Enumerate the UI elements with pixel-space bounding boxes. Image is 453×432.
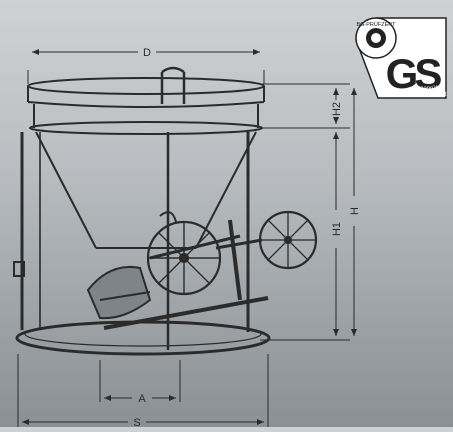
bucket-body [13,66,271,356]
dim-label-h1: H1 [331,222,343,236]
badge-ring-text: BG-PRÜFZERT [356,21,396,28]
gs-certification-badge: BG-PRÜFZERT GS geprüfte Sicherheit [355,17,447,99]
bottom-ring [15,320,271,356]
lifting-bail [160,66,186,104]
discharge-mechanism [86,211,269,330]
dim-label-h2: H2 [331,102,343,116]
handwheel-front [146,220,222,296]
rim-lower [27,101,265,108]
side-bracket [13,261,25,277]
gate-body [86,266,152,320]
top-rim [27,77,265,95]
hopper-cone [35,131,257,249]
badge-line-2: Sicherheit [420,92,447,98]
badge-line-1: geprüfte [420,86,443,92]
dim-label-s: S [133,417,140,427]
dimension-lines [18,52,354,427]
handwheel-side [215,210,318,270]
badge-gs-mark: GS [386,50,442,97]
dim-label-h: H [349,207,361,215]
dim-label-a: A [138,393,146,405]
dim-label-d: D [143,47,151,59]
lever-arm-lower [103,296,269,330]
